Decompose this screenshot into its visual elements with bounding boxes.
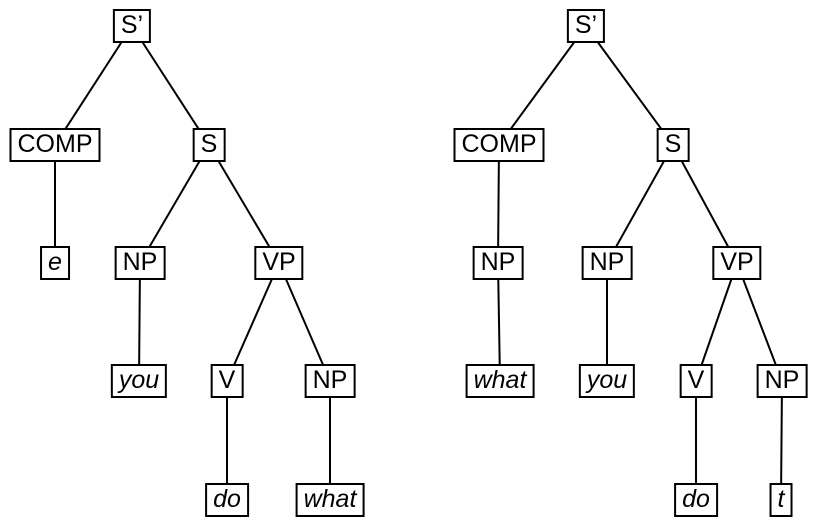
left-node-v: V <box>210 364 244 398</box>
right-node-what: what <box>465 364 535 398</box>
right-node-do: do <box>674 483 718 517</box>
left-node-what: what <box>295 483 365 517</box>
right-node-np-comp: NP <box>472 246 524 280</box>
edge-right-vp-v <box>695 262 738 382</box>
left-node-np-subject: NP <box>114 246 166 280</box>
edge-right-s-np-subject <box>606 144 674 264</box>
left-node-e: e <box>40 246 70 280</box>
edge-right-vp-np-object <box>736 262 783 382</box>
left-node-np-object: NP <box>304 364 356 398</box>
edge-left-s-np-subject <box>139 144 210 264</box>
edge-right-sbar-comp <box>498 25 587 146</box>
right-node-np-object: NP <box>756 364 808 398</box>
edge-right-np-t <box>780 380 783 501</box>
right-node-vp: VP <box>712 246 762 280</box>
edge-left-s-vp <box>208 144 280 264</box>
left-node-s: S <box>192 128 226 162</box>
right-node-v: V <box>679 364 713 398</box>
right-node-np-subject: NP <box>581 246 633 280</box>
right-node-s: S <box>656 128 690 162</box>
edge-right-np-what <box>497 262 501 382</box>
left-node-comp: COMP <box>9 128 101 162</box>
left-node-s-bar: S’ <box>112 9 152 43</box>
edge-right-comp-np <box>497 144 500 264</box>
edge-right-s-vp <box>672 144 738 264</box>
right-node-comp: COMP <box>453 128 545 162</box>
right-node-you: you <box>578 364 636 398</box>
edge-left-sbar-comp <box>54 25 133 146</box>
edge-left-vp-np-object <box>278 262 331 382</box>
left-node-you: you <box>110 364 168 398</box>
right-node-t: t <box>769 483 793 517</box>
edge-left-sbar-s <box>131 25 210 146</box>
edge-right-sbar-s <box>585 25 674 146</box>
edge-left-np-you <box>138 262 141 382</box>
edge-left-vp-v <box>226 262 280 382</box>
right-node-s-bar: S’ <box>566 9 606 43</box>
left-node-vp: VP <box>254 246 304 280</box>
left-node-do: do <box>205 483 249 517</box>
